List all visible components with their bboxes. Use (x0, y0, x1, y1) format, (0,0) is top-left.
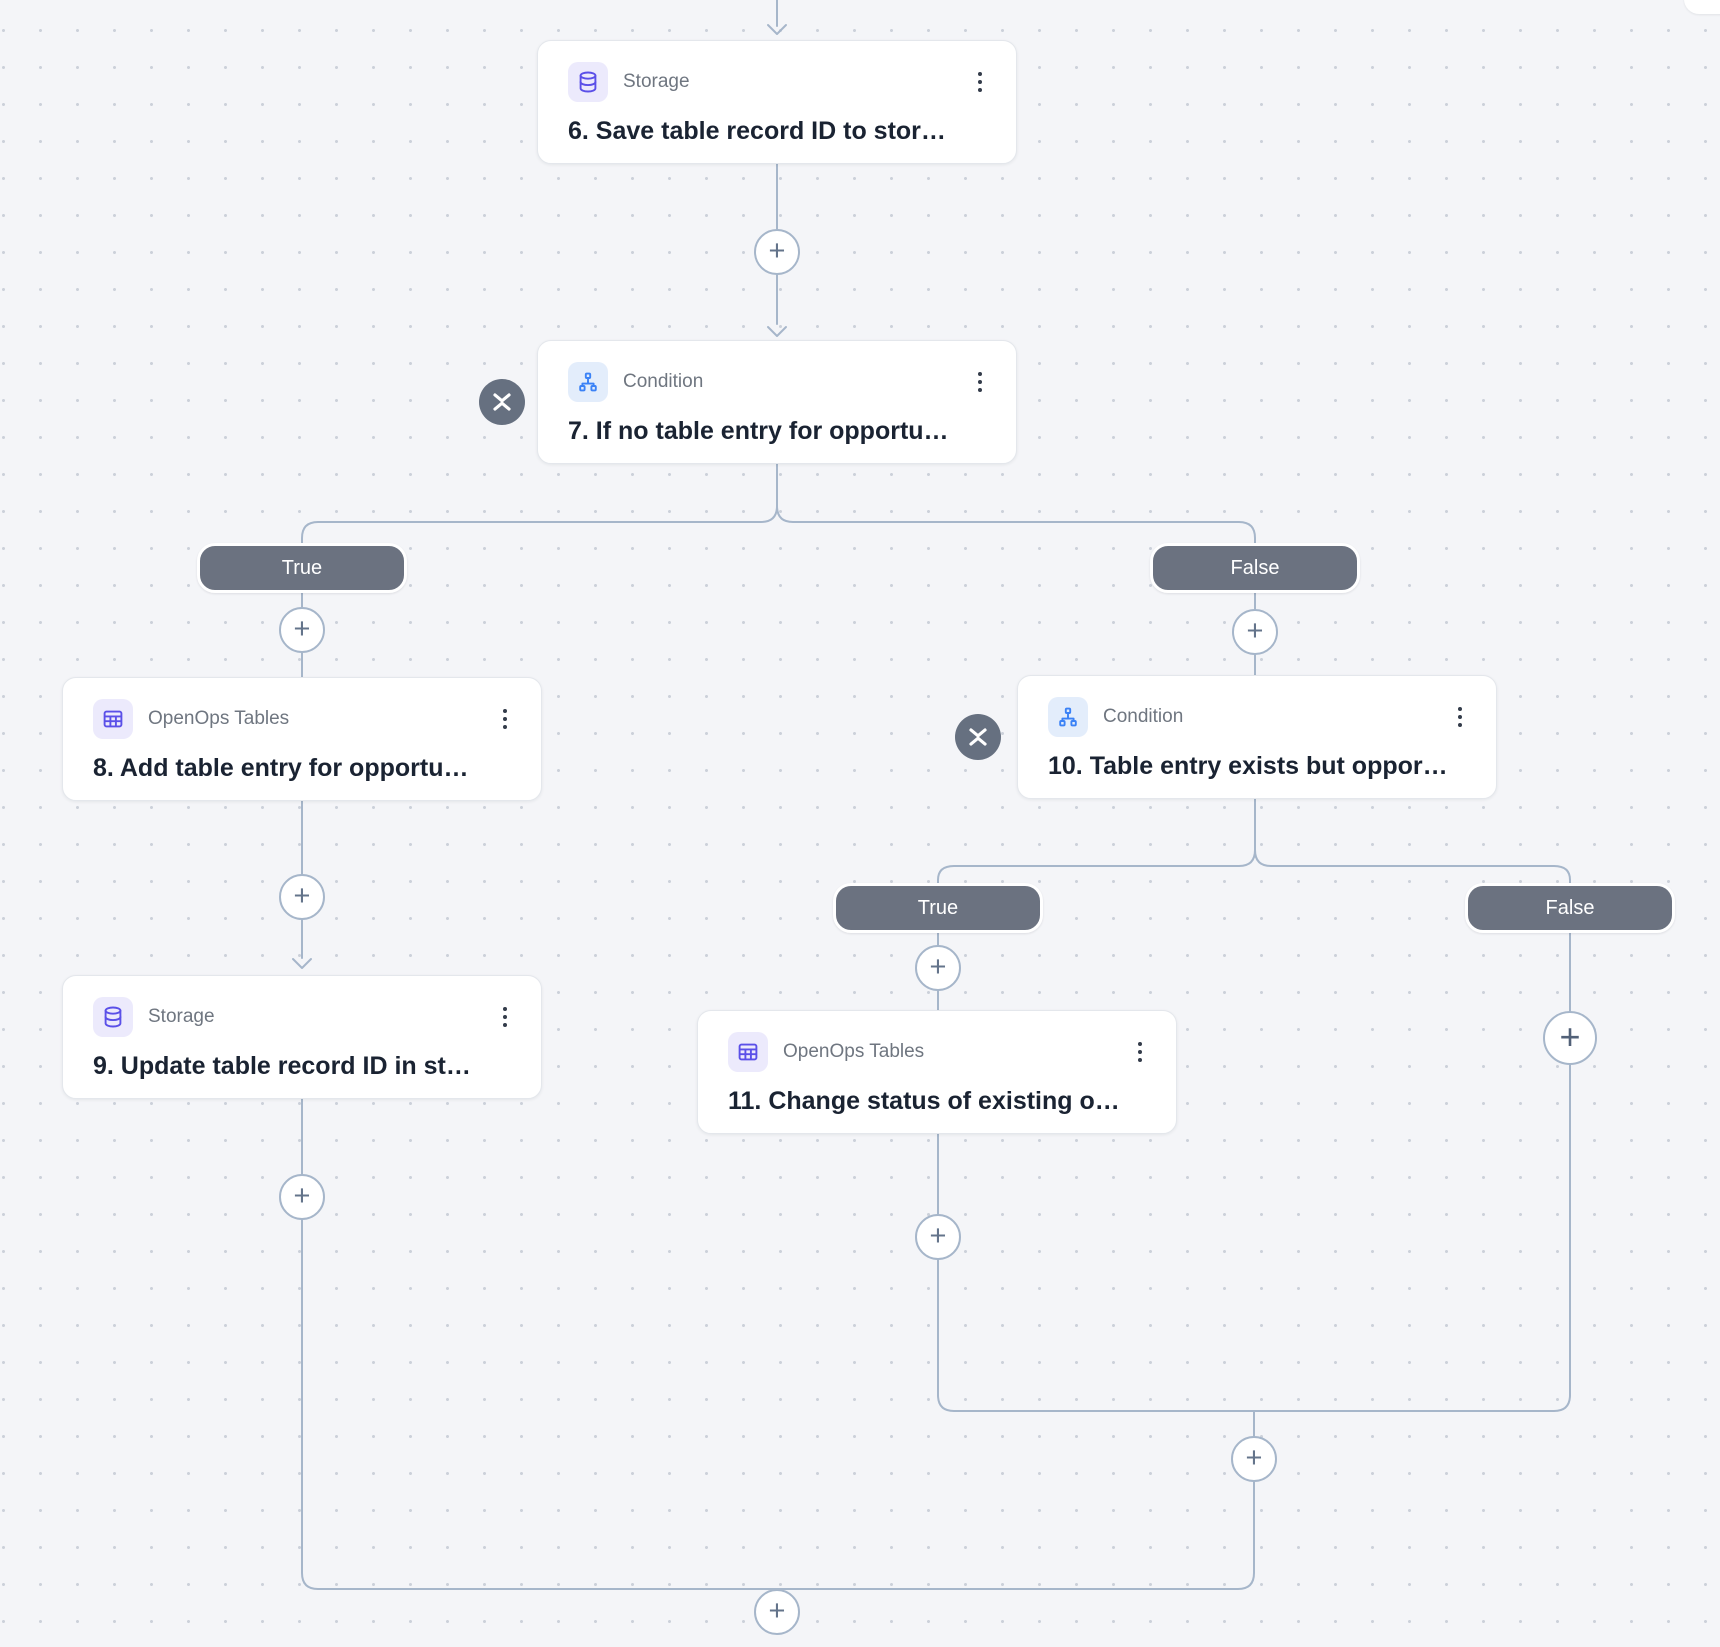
node-title: 9. Update table record ID in st… (93, 1052, 471, 1080)
add-step-button[interactable]: + (915, 1214, 961, 1260)
node-6-storage[interactable]: Storage 6. Save table record ID to stor… (537, 40, 1017, 164)
panel-fragment (1684, 0, 1720, 14)
database-icon (93, 997, 133, 1037)
arrowhead (767, 326, 787, 337)
branch-label-false: False (1150, 543, 1360, 593)
add-step-button[interactable]: + (1232, 609, 1278, 655)
node-title: 11. Change status of existing o… (728, 1087, 1120, 1115)
node-app-label: OpenOps Tables (783, 1041, 925, 1062)
node-7-condition[interactable]: Condition 7. If no table entry for oppor… (537, 340, 1017, 464)
node-menu-button[interactable] (974, 66, 987, 99)
node-app-label: Storage (623, 71, 690, 92)
add-step-button[interactable]: + (279, 1174, 325, 1220)
collapse-icon (493, 393, 511, 411)
node-title: 6. Save table record ID to stor… (568, 117, 946, 145)
node-10-condition[interactable]: Condition 10. Table entry exists but opp… (1017, 675, 1497, 799)
add-step-button[interactable]: + (279, 874, 325, 920)
sitemap-icon (1048, 697, 1088, 737)
collapse-branch-button[interactable] (955, 714, 1001, 760)
node-menu-button[interactable] (1134, 1036, 1147, 1069)
node-11-openops-tables[interactable]: OpenOps Tables 11. Change status of exis… (697, 1010, 1177, 1134)
sitemap-icon (568, 362, 608, 402)
table-icon (93, 699, 133, 739)
node-title: 7. If no table entry for opportu… (568, 417, 949, 445)
node-title: 8. Add table entry for opportu… (93, 754, 469, 782)
node-app-label: Condition (1103, 706, 1184, 727)
node-8-openops-tables[interactable]: OpenOps Tables 8. Add table entry for op… (62, 677, 542, 801)
node-9-storage[interactable]: Storage 9. Update table record ID in st… (62, 975, 542, 1099)
add-step-button[interactable]: + (754, 229, 800, 275)
node-app-label: Condition (623, 371, 704, 392)
collapse-branch-button[interactable] (479, 379, 525, 425)
add-step-button[interactable]: + (279, 607, 325, 653)
branch-label-true: True (197, 543, 407, 593)
arrowhead (767, 24, 787, 35)
table-icon (728, 1032, 768, 1072)
node-menu-button[interactable] (499, 703, 512, 736)
add-step-button[interactable]: + (754, 1589, 800, 1635)
collapse-icon (969, 728, 987, 746)
node-menu-button[interactable] (974, 366, 987, 399)
node-app-label: OpenOps Tables (148, 708, 290, 729)
arrowhead (292, 958, 312, 969)
add-step-button[interactable]: + (915, 945, 961, 991)
node-app-label: Storage (148, 1006, 215, 1027)
add-step-button[interactable]: + (1543, 1011, 1597, 1065)
branch-label-true: True (833, 883, 1043, 933)
branch-label-false: False (1465, 883, 1675, 933)
node-menu-button[interactable] (499, 1001, 512, 1034)
database-icon (568, 62, 608, 102)
node-title: 10. Table entry exists but oppor… (1048, 752, 1448, 780)
add-step-button[interactable]: + (1231, 1436, 1277, 1482)
node-menu-button[interactable] (1454, 701, 1467, 734)
